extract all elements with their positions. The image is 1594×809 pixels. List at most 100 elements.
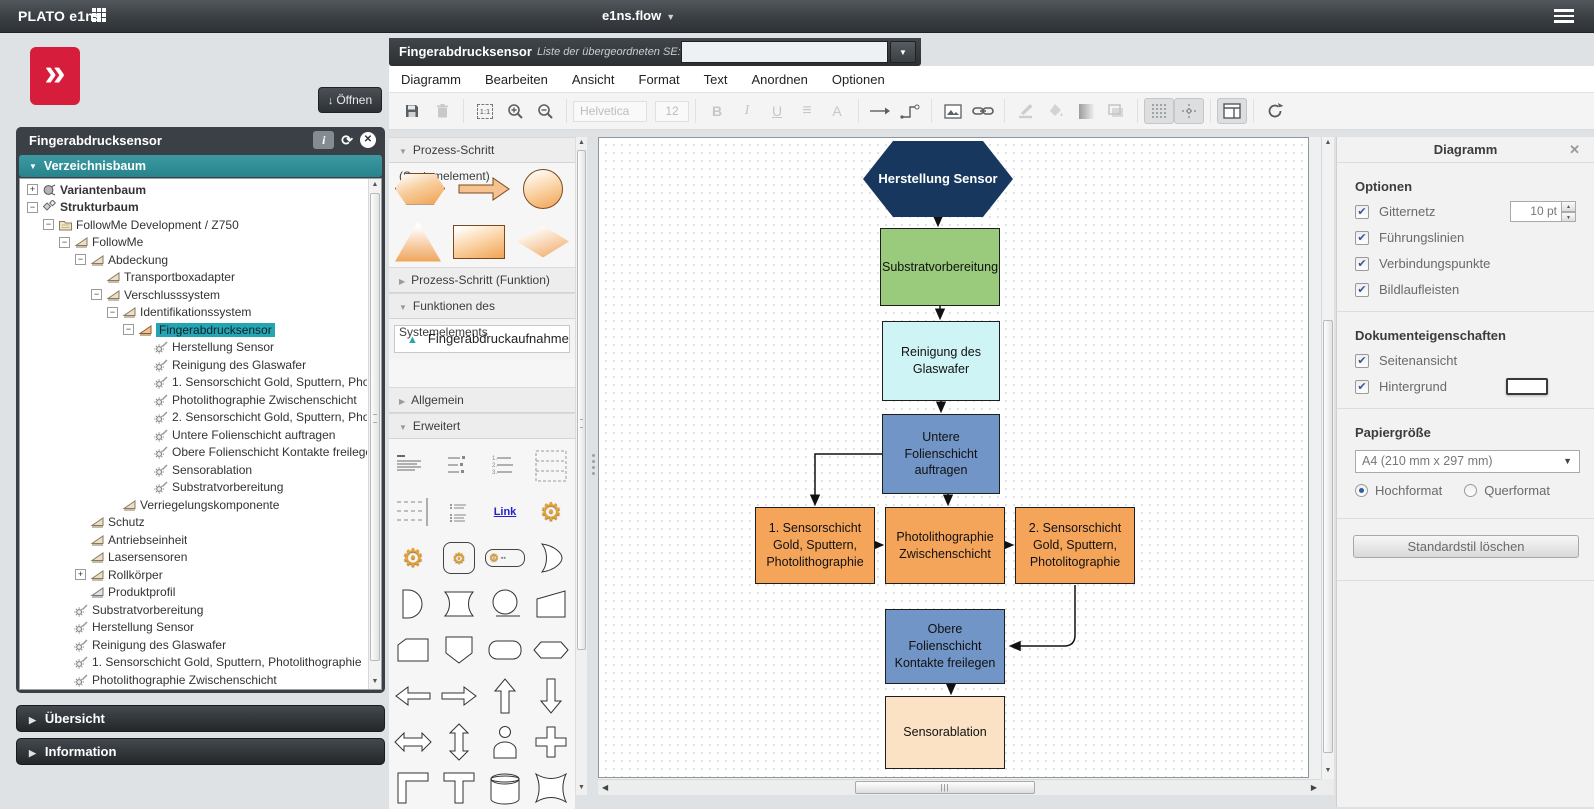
tree-item[interactable]: −Sensorablation (20, 461, 367, 479)
open-button[interactable]: ↓Öffnen (318, 87, 382, 113)
tree-item[interactable]: −Reinigung des Glaswafer (20, 356, 367, 374)
shape-arrow-right[interactable] (436, 675, 482, 717)
shape-numbered-list[interactable]: 1.2.3. (482, 445, 528, 487)
palette-section-allgemein[interactable]: ▶Allgemein (389, 387, 575, 413)
shape-hexagon[interactable] (395, 172, 445, 205)
querformat-radio[interactable] (1464, 484, 1478, 497)
shape-arrow-left[interactable] (390, 675, 436, 717)
scroll-down-icon[interactable]: ▼ (371, 678, 379, 685)
scroll-left-icon[interactable]: ◀ (602, 783, 609, 792)
align-icon[interactable]: ≡ (802, 102, 812, 119)
tree-item[interactable]: −Verriegelungskomponente (20, 496, 367, 514)
background-color-swatch[interactable] (1506, 378, 1548, 395)
tree-item[interactable]: −Herstellung Sensor (20, 339, 367, 357)
flow-node-reinigung-glaswafer[interactable]: Reinigung des Glaswafer (882, 321, 1000, 401)
tree-item[interactable]: −Substratvorbereitung (20, 479, 367, 497)
hamburger-menu-icon[interactable] (1554, 9, 1574, 26)
scroll-up-icon[interactable]: ▲ (371, 181, 379, 188)
tree-item[interactable]: −Reinigung des Glaswafer (20, 636, 367, 654)
font-size-select[interactable]: 12 (655, 100, 689, 122)
font-family-select[interactable]: Helvetica (573, 100, 647, 122)
tree-item[interactable]: −FollowMe Development / Z750 (20, 216, 367, 234)
bold-icon[interactable]: B (711, 103, 723, 119)
flow-node-sensorschicht-2[interactable]: 2. Sensorschicht Gold, Sputtern, Photoli… (1015, 507, 1135, 584)
info-icon[interactable]: i (313, 131, 335, 149)
palette-scrollbar-thumb[interactable] (577, 150, 586, 650)
shape-arrow-up-down[interactable] (436, 721, 482, 763)
shape-arrow-down[interactable] (528, 675, 574, 717)
panel-layout-icon[interactable] (1217, 98, 1247, 124)
font-color-icon[interactable]: A (832, 103, 842, 119)
palette-section-systemelement[interactable]: ▼Prozess-Schritt (Systemelement) (389, 137, 575, 183)
shape-half-circle[interactable] (390, 583, 436, 625)
tree-item[interactable]: −Verschlusssystem (20, 286, 367, 304)
fuehrungslinien-checkbox[interactable]: ✔ (1355, 230, 1369, 245)
bildlaufleisten-checkbox[interactable]: ✔ (1355, 282, 1369, 297)
close-icon[interactable]: ✕ (360, 132, 376, 148)
fill-color-icon[interactable] (1041, 98, 1071, 124)
module-switcher[interactable]: e1ns.flow▼ (602, 8, 676, 23)
shape-person[interactable] (482, 721, 528, 763)
spin-down-icon[interactable]: ▼ (1562, 211, 1576, 222)
shape-gear-2[interactable]: ⚙ (390, 537, 436, 579)
paper-size-select[interactable]: A4 (210 mm x 297 mm)▼ (1355, 450, 1580, 473)
straight-connector-icon[interactable] (865, 98, 895, 124)
palette-scrollbar[interactable]: ▲ ▼ (575, 137, 587, 795)
shape-dashed-rows-bar[interactable] (390, 491, 436, 533)
shape-diamond[interactable] (517, 225, 569, 258)
tree-expander[interactable]: − (27, 201, 38, 213)
shape-circle[interactable] (523, 168, 563, 209)
scroll-down-icon[interactable]: ▼ (1324, 767, 1332, 774)
shape-rectangle[interactable] (453, 224, 505, 259)
shape-t[interactable] (436, 767, 482, 809)
zoom-in-icon[interactable] (500, 98, 530, 124)
shape-concave-pillow[interactable] (528, 767, 574, 809)
tree-item[interactable]: −Untere Folienschicht auftragen (20, 426, 367, 444)
italic-icon[interactable]: I (744, 103, 750, 118)
shape-small-list[interactable] (436, 491, 482, 533)
shape-text-block[interactable] (390, 445, 436, 487)
shape-curved-rect[interactable] (436, 583, 482, 625)
shape-note-list[interactable] (436, 445, 482, 487)
tree-item[interactable]: −Photolithographie Zwischenschicht (20, 671, 367, 689)
shadow-icon[interactable] (1101, 98, 1131, 124)
tree-item[interactable]: −Strukturbaum (20, 199, 367, 217)
tree-item[interactable]: −Photolithographie Zwischenschicht (20, 391, 367, 409)
shape-cylinder[interactable] (482, 767, 528, 809)
menu-text[interactable]: Text (703, 71, 728, 87)
orientation-querformat[interactable]: Querformat (1464, 483, 1550, 498)
shape-circle-underline[interactable] (482, 583, 528, 625)
orientation-hochformat[interactable]: Hochformat (1355, 483, 1442, 498)
accordion-uebersicht[interactable]: ▶Übersicht (16, 705, 385, 732)
tree-expander[interactable]: + (27, 184, 38, 196)
palette-section-funktion[interactable]: ▶Prozess-Schritt (Funktion) (389, 267, 575, 293)
diagram-page[interactable]: Herstellung Sensor Substratvorbereitung … (598, 137, 1309, 778)
shape-rounded-hexagon[interactable] (528, 629, 574, 671)
clear-default-style-button[interactable]: Standardstil löschen (1353, 535, 1579, 558)
shape-cross[interactable] (528, 721, 574, 763)
shape-corner-l[interactable] (390, 767, 436, 809)
tree-item[interactable]: −Substratvorbereitung (20, 601, 367, 619)
flow-node-sensorschicht-1[interactable]: 1. Sensorschicht Gold, Sputtern, Photoli… (755, 507, 875, 584)
delete-icon[interactable] (427, 98, 457, 124)
shape-slanted-quad[interactable] (528, 583, 574, 625)
grid-size-input[interactable]: 10 pt (1510, 201, 1562, 222)
tree-expander[interactable]: − (75, 254, 86, 266)
tree-expander[interactable]: − (59, 236, 70, 248)
tree-accordion-header[interactable]: ▼Verzeichnisbaum (19, 155, 382, 177)
image-icon[interactable] (938, 98, 968, 124)
verbindungspunkte-checkbox[interactable]: ✔ (1355, 256, 1369, 271)
save-icon[interactable] (397, 98, 427, 124)
palette-section-funktionen-se[interactable]: ▼Funktionen des Systemelements (389, 293, 575, 339)
tree-item[interactable]: −2. Sensorschicht Gold, Sputtern, Photol… (20, 409, 367, 427)
tree-item[interactable]: −Antriebseinheit (20, 531, 367, 549)
grid-toggle-icon[interactable] (1144, 98, 1174, 124)
scroll-up-icon[interactable]: ▲ (578, 139, 585, 146)
tree-item[interactable]: −Schutz (20, 514, 367, 532)
tree-item[interactable]: −FollowMe (20, 234, 367, 252)
canvas-vertical-scrollbar[interactable]: ▲ ▼ (1321, 137, 1334, 779)
shape-crescent[interactable] (528, 537, 574, 579)
tree-scrollbar-thumb[interactable] (370, 193, 380, 661)
tree-scrollbar[interactable]: ▲ ▼ (368, 179, 381, 689)
apps-grid-icon[interactable] (92, 8, 108, 24)
